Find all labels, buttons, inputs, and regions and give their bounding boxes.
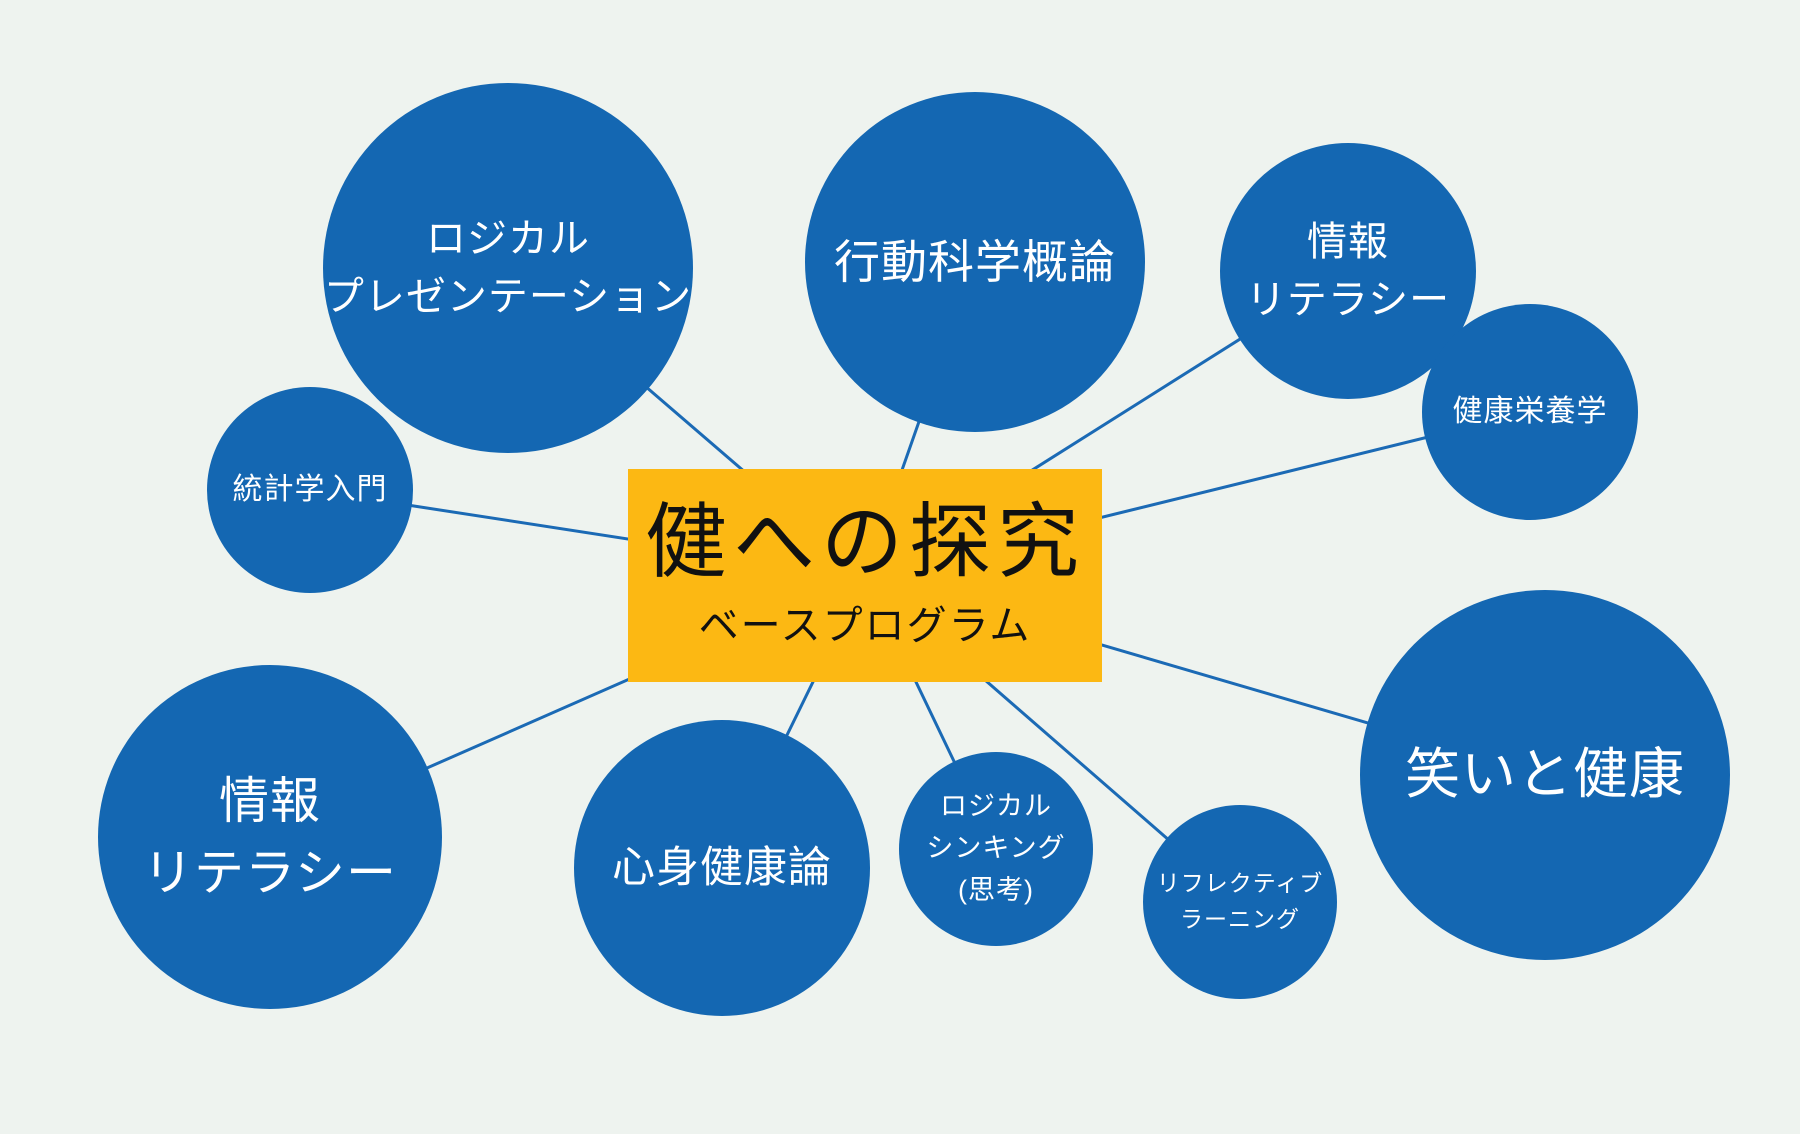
node-label: 情報 リテラシー — [143, 772, 397, 902]
node-label: 統計学入門 — [232, 473, 388, 507]
node-mind-body-health: 心身健康論 — [574, 720, 870, 1016]
node-label: ロジカル シンキング (思考) — [926, 791, 1066, 905]
node-information-literacy-bottom: 情報 リテラシー — [98, 665, 442, 1009]
node-statistics-intro: 統計学入門 — [207, 387, 413, 593]
node-logical-thinking: ロジカル シンキング (思考) — [899, 752, 1093, 946]
node-information-literacy-top: 情報 リテラシー — [1220, 143, 1476, 399]
hub-title: 健への探究 — [644, 497, 1085, 589]
node-label: ロジカル プレゼンテーション — [323, 217, 693, 319]
node-label: 笑いと健康 — [1404, 743, 1685, 806]
node-label: 情報 リテラシー — [1245, 220, 1451, 322]
node-label: 健康栄養学 — [1452, 395, 1608, 429]
hub-program-box: 健への探究 ベースプログラム — [628, 469, 1102, 682]
node-health-nutrition: 健康栄養学 — [1422, 304, 1638, 520]
node-label: リフレクティブ ラーニング — [1156, 870, 1324, 932]
node-laughter-and-health: 笑いと健康 — [1360, 590, 1730, 960]
node-label: 心身健康論 — [612, 843, 832, 892]
hub-subtitle: ベースプログラム — [698, 603, 1032, 648]
node-behavioral-science-intro: 行動科学概論 — [805, 92, 1145, 432]
node-reflective-learning: リフレクティブ ラーニング — [1143, 805, 1337, 999]
node-logical-presentation: ロジカル プレゼンテーション — [323, 83, 693, 453]
node-label: 行動科学概論 — [834, 235, 1116, 288]
